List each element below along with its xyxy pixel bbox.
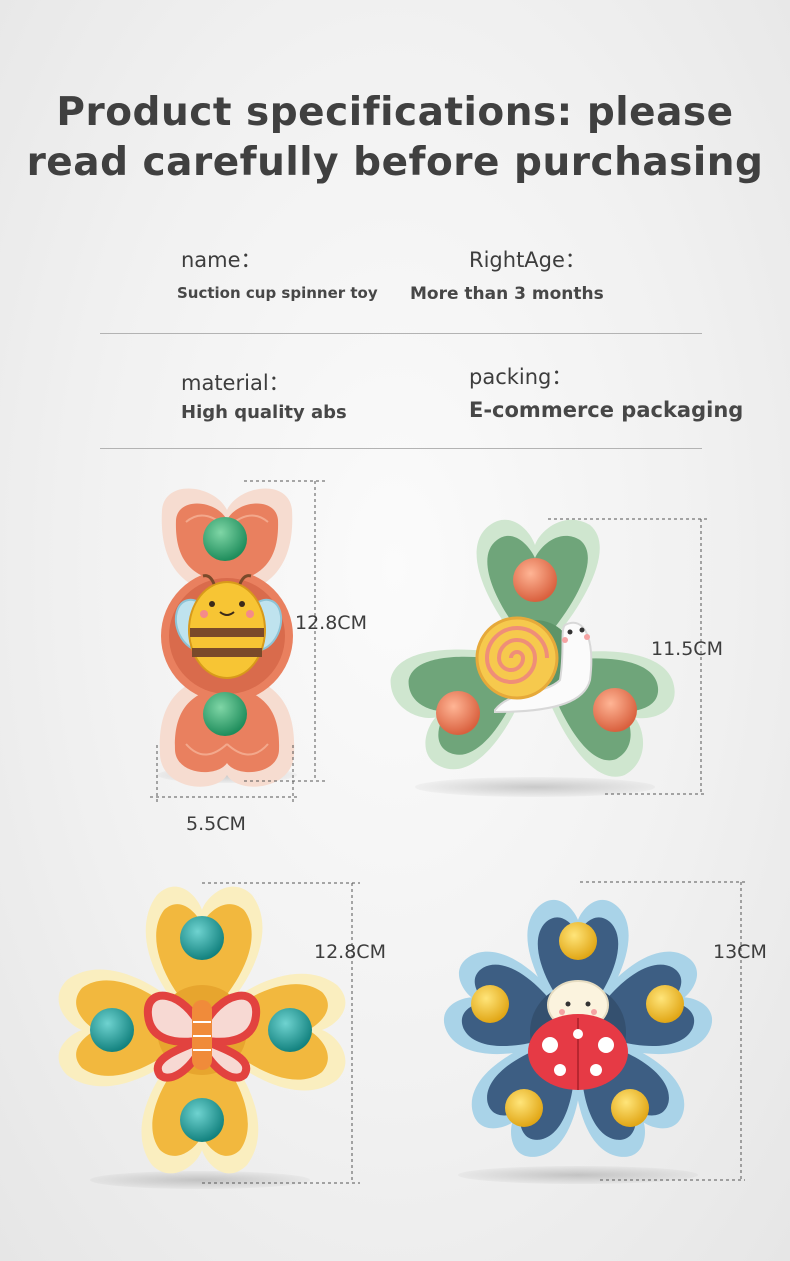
age-label: RightAge： [469,248,586,272]
bee-spinner-toy [157,488,297,787]
name-value: Suction cup spinner toy [177,284,378,302]
divider-2 [100,448,702,449]
ladybug-button-1 [559,922,597,960]
snail-spinner-toy [390,519,675,797]
bee-width-label: 5.5CM [186,813,246,835]
bee-bottom-button [203,692,247,736]
material-label: material： [181,371,290,395]
butterfly-spinner-toy [58,886,346,1189]
snail-button-top [513,558,557,602]
butterfly-button-top [180,916,224,960]
butterfly-height-label: 12.8CM [314,941,386,963]
ladybug-height-label: 13CM [713,941,767,963]
snail-button-right [593,688,637,732]
bee-width-dimension: 5.5CM [150,745,300,835]
snail-height-label: 11.5CM [651,638,723,660]
ladybug-button-3 [611,1089,649,1127]
butterfly-button-bottom [180,1098,224,1142]
packing-label: packing： [469,365,573,389]
snail-button-left [436,691,480,735]
snail-height-dimension: 11.5CM [548,518,723,795]
ladybug-button-4 [505,1089,543,1127]
ladybug-figure [528,980,628,1090]
bee-height-dimension: 12.8CM [244,480,367,782]
name-label: name： [181,248,262,272]
age-value: More than 3 months [410,284,604,304]
ladybug-button-2 [646,985,684,1023]
bee-top-button [203,517,247,561]
butterfly-button-left [90,1008,134,1052]
butterfly-height-dimension: 12.8CM [202,882,386,1184]
page-title: Product specifications: please read care… [0,88,790,188]
butterfly-figure [143,991,261,1082]
bee-height-label: 12.8CM [295,612,367,634]
material-value: High quality abs [181,402,347,423]
packing-value: E-commerce packaging [469,398,744,422]
ladybug-button-5 [471,985,509,1023]
title-line-2: read carefully before purchasing [26,140,764,185]
butterfly-button-right [268,1008,312,1052]
ladybug-spinner-toy [444,899,712,1184]
divider-1 [100,333,702,334]
ladybug-height-dimension: 13CM [580,881,767,1181]
title-line-1: Product specifications: please [56,90,734,135]
